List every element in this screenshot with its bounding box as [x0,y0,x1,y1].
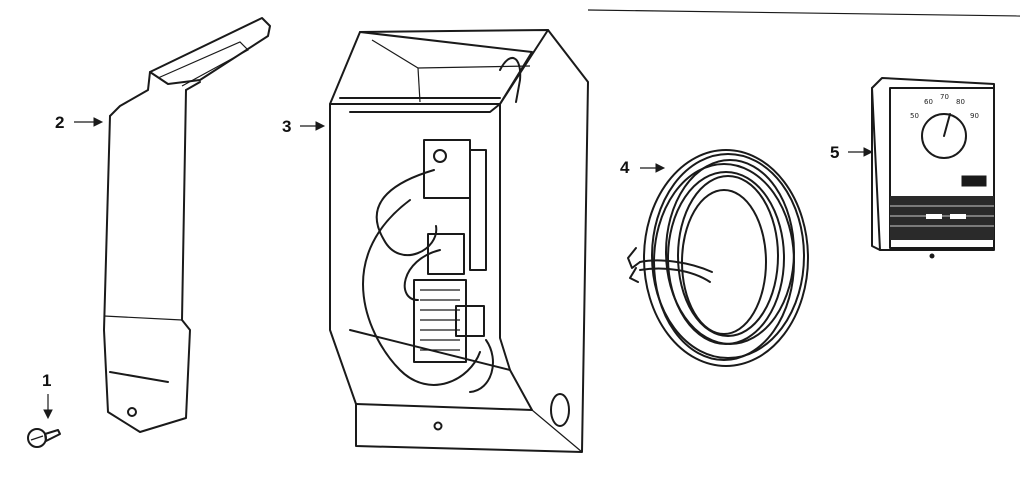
dial-mark-80: 80 [956,98,965,106]
heater-housing-part-3: 3 [282,29,589,453]
screw-slot [30,435,44,441]
wire-loop-a [375,169,438,257]
callout-1-arrowhead [43,409,53,420]
dial-mark-90: 90 [970,112,979,120]
dial-pointer [943,113,951,137]
coil-ring-5 [667,171,785,345]
bracket-slot [109,371,169,383]
dial-mark-60: 60 [924,98,933,106]
header-rule [587,9,1021,17]
vent-window-1 [926,214,942,219]
housing-cavity [349,103,511,371]
bracket-top-lip [149,17,271,85]
wire-hood-loop [499,57,522,103]
callout-5-arrowhead [863,147,874,157]
callout-3-arrowhead [315,121,326,131]
callout-3-label: 3 [282,117,291,136]
vent-window-2 [950,214,966,219]
bracket-shoulder [109,71,151,117]
callout-4-label: 4 [620,158,630,177]
wire-loop-c [403,249,441,301]
callout-4-arrowhead [655,163,666,173]
housing-screw-hole [433,421,443,431]
thermostat-part-5: 5 50 60 70 80 90 [830,77,995,259]
coiled-cable-part-4: 4 [620,149,809,367]
relay-block [455,305,485,337]
coil-ring-6 [677,175,779,337]
thermostat-foot [929,253,935,259]
dial-mark-70: 70 [940,93,949,101]
housing-knockout [550,393,570,427]
wire-loop-b [362,199,481,386]
cable-end-2 [629,267,639,283]
housing-base-edge [531,409,583,453]
callout-5-label: 5 [830,143,839,162]
callout-1-label: 1 [42,371,51,390]
coil-ring-7 [681,189,767,335]
element-plate [469,149,487,271]
callout-2-label: 2 [55,113,64,132]
housing-side-edge [499,29,549,105]
screw-shank [44,429,61,442]
housing-hood-inner [371,39,531,69]
screw-part-1: 1 [27,371,61,448]
coil-ring-4 [665,159,795,345]
bracket-plate [103,89,191,433]
cable-lead-2 [639,267,711,283]
transformer-core [413,279,467,363]
thermostat-side [871,87,881,251]
terminal-block [423,139,471,199]
bracket-screw-hole [127,407,137,417]
mounting-bracket-part-2: 2 [55,17,271,433]
bracket-edge [185,81,201,91]
cable-lead-1 [639,259,713,273]
housing-outline [329,29,589,453]
brand-plate [961,175,987,187]
dial-mark-50: 50 [910,112,919,120]
thermostat-dial [921,113,967,159]
coil-ring-2 [651,153,805,359]
bracket-lip-fold [157,41,249,87]
cable-end-1 [627,247,641,269]
callout-2-arrowhead [93,117,104,127]
wire-lead-d [469,339,494,393]
housing-front-lip [355,369,533,411]
housing-hood-divider [417,67,421,103]
thermostat-faceplate [889,87,995,249]
terminal-screw [433,149,447,163]
bracket-fold-line [103,315,183,321]
coil-ring-1 [643,149,809,367]
